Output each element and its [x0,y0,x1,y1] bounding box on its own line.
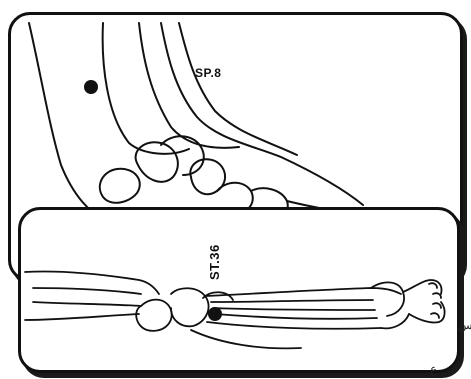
muscle-line-3 [215,314,377,319]
talus-bone [136,142,178,182]
leg-lateral-illustration [21,210,457,370]
tibia-head [171,288,209,326]
heel-bone [100,169,140,203]
toe-1 [429,283,437,288]
thigh-lower-contour [25,314,139,320]
foot-dorsum [403,280,442,294]
tendon-line-3 [179,23,297,155]
femur-line-2 [33,302,141,306]
navicular-bone [161,136,204,175]
toe-4 [431,313,439,318]
edge-glyph-right: س [458,318,471,332]
sp8-label: SP.8 [195,66,221,80]
tibia-lower-edge [207,322,381,329]
thigh-upper-contour [25,271,159,294]
toe-2 [433,293,441,298]
tibia-upper-edge [205,288,401,296]
st36-point-marker [208,307,222,321]
st36-label: ST.36 [207,244,222,280]
calf-contour [191,330,301,348]
sp8-point-marker [84,80,98,94]
muscle-line-1 [211,300,373,302]
leg-outer-contour [29,23,111,225]
panel-leg-lateral: ST.36 [18,207,460,373]
muscle-line-2 [213,308,375,310]
leg-inner-contour [103,23,189,154]
patella-bone [136,300,171,331]
ankle-lower [381,314,409,328]
toe-3 [433,303,441,308]
tendon-line-1 [139,23,239,148]
edge-glyph-bottom-right: ع [430,362,437,376]
femur-line-1 [33,288,141,294]
